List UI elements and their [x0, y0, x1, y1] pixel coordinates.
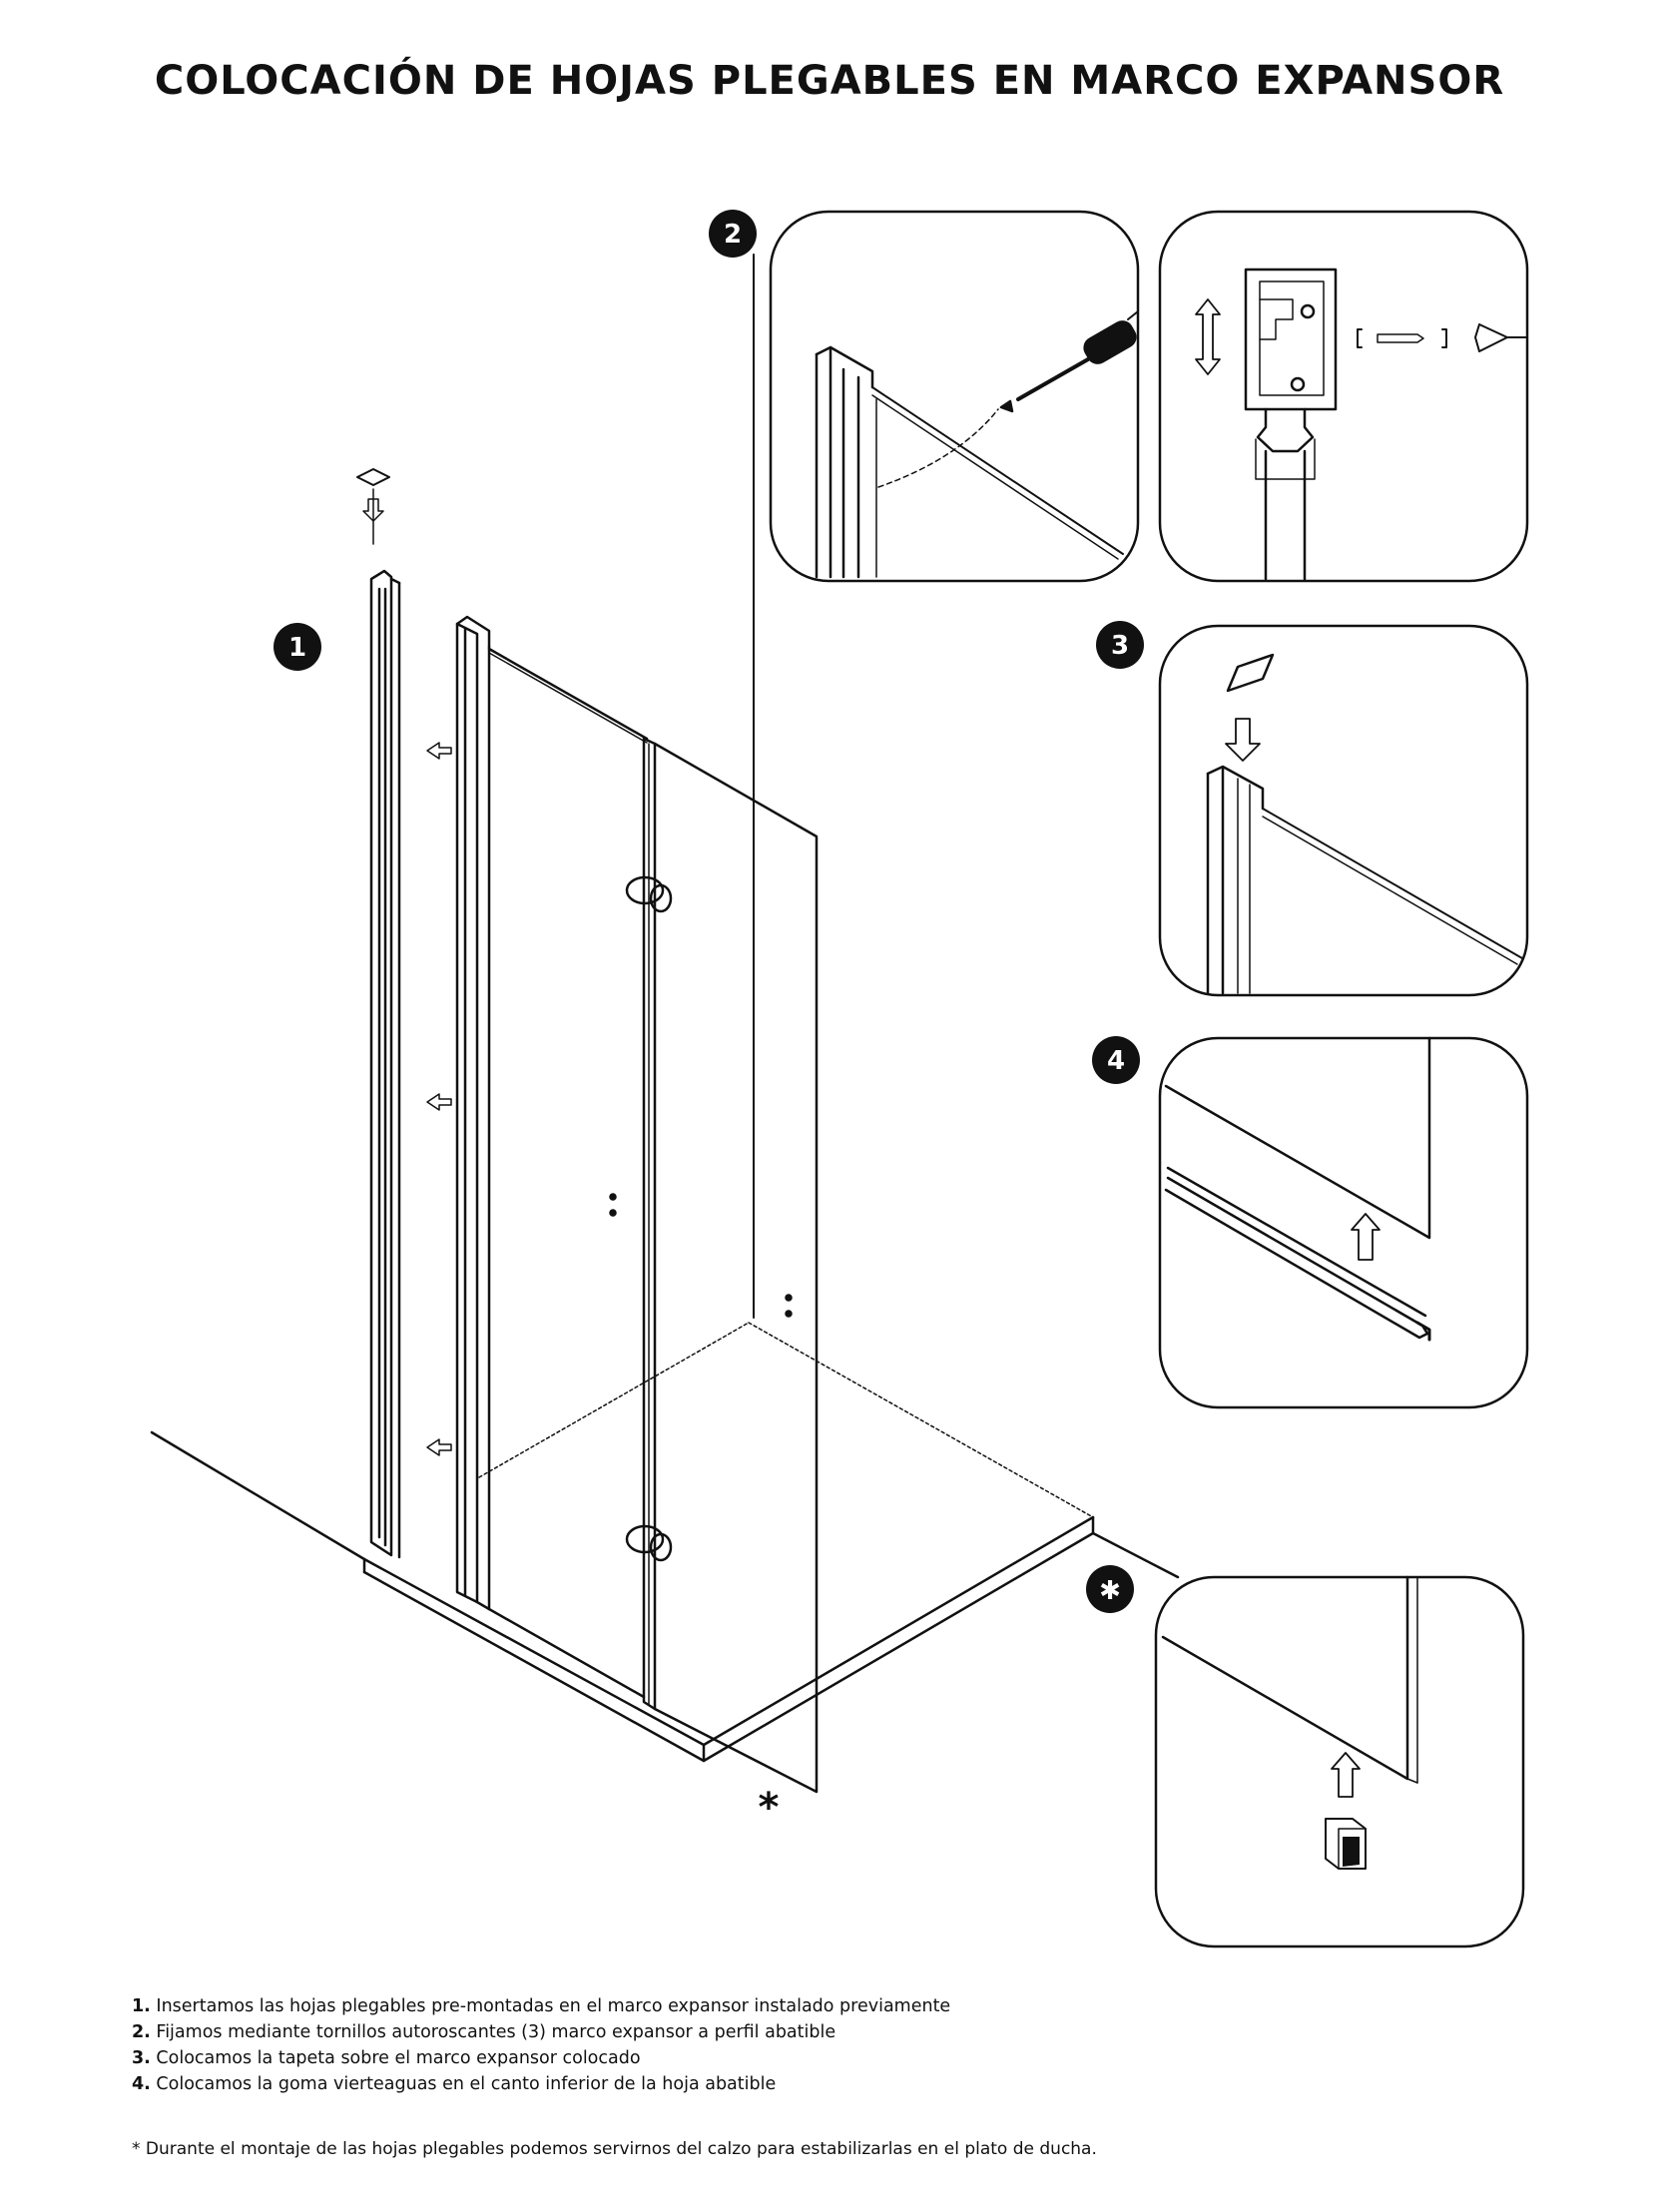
- instruction-step: 3. Colocamos la tapeta sobre el marco ex…: [132, 2048, 641, 2068]
- arrow-left-icon: [426, 1093, 452, 1111]
- arrow-left-icon: [426, 742, 452, 760]
- folding-glass-panels: [487, 647, 819, 1794]
- detail-3-cap-placement: [1158, 624, 1529, 997]
- screw-icon: [999, 399, 1014, 413]
- double-arrow-icon: [1195, 298, 1221, 375]
- instructions-list: 1. Insertamos las hojas plegables pre-mo…: [132, 1993, 1330, 2097]
- arrow-down-icon: [362, 498, 384, 522]
- detail-2-profile-section: [1158, 210, 1529, 583]
- folding-panel-profile: [455, 615, 491, 1611]
- arrow-up-icon: [1331, 1752, 1361, 1798]
- arrow-up-icon: [1351, 1213, 1381, 1261]
- step-badge-2: 2: [709, 210, 757, 258]
- step-badge-3: 3: [1096, 621, 1144, 669]
- cap-icon: [1226, 653, 1275, 693]
- shower-tray: [362, 1515, 1180, 1763]
- expander-frame-profile: [356, 468, 401, 1559]
- screwdriver-icon: [1016, 310, 1139, 401]
- instruction-step: 1. Insertamos las hojas plegables pre-mo…: [132, 1996, 951, 2016]
- step-badge-asterisk: ✱: [1086, 1565, 1134, 1613]
- footnote: * Durante el montaje de las hojas plegab…: [132, 2139, 1097, 2159]
- wedge-icon: [1325, 1818, 1367, 1870]
- arrow-down-icon: [1225, 718, 1261, 762]
- main-assembly-view: [150, 254, 1180, 1794]
- svg-text:3: 3: [1111, 631, 1129, 661]
- instruction-step: 2. Fijamos mediante tornillos autoroscan…: [132, 2022, 836, 2042]
- page-title: COLOCACIÓN DE HOJAS PLEGABLES EN MARCO E…: [154, 58, 1505, 104]
- step-badge-4: 4: [1092, 1036, 1140, 1084]
- step-badge-1: 1: [274, 623, 321, 671]
- svg-text:1: 1: [288, 633, 306, 663]
- hinge-upper: [625, 875, 665, 905]
- hinge-lower: [625, 1524, 665, 1554]
- screw-icon: [1377, 333, 1424, 343]
- detail-asterisk-wedge: [1154, 1575, 1525, 1948]
- cap-icon: [356, 468, 390, 486]
- asterisk-mark: *: [759, 1785, 780, 1831]
- detail-4-seal-placement: [1158, 1036, 1529, 1409]
- svg-text:✱: ✱: [1099, 1576, 1121, 1606]
- svg-text:2: 2: [724, 220, 742, 250]
- detail-2-screw-fixing: [769, 210, 1140, 583]
- svg-text:4: 4: [1107, 1046, 1125, 1076]
- instruction-step: 4. Colocamos la goma vierteaguas en el c…: [132, 2074, 777, 2094]
- arrow-left-icon: [426, 1438, 452, 1456]
